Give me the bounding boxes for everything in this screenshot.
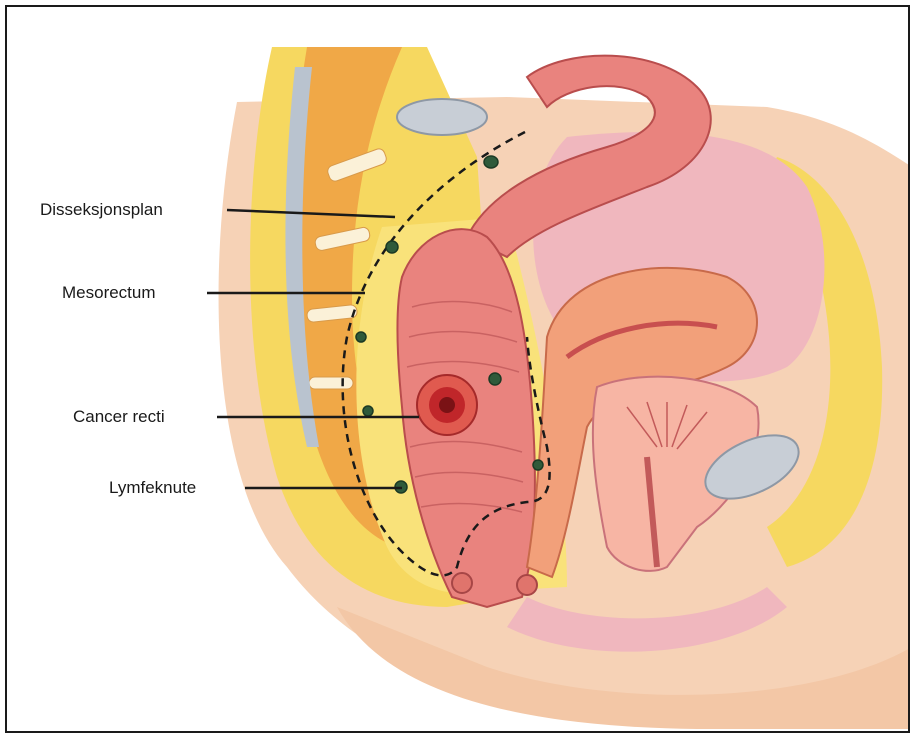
upper-vertebra	[397, 99, 487, 135]
label-dissection-plane: Disseksjonsplan	[40, 201, 163, 218]
label-mesorectum: Mesorectum	[62, 284, 156, 301]
lymph-node-3	[356, 332, 366, 342]
lymph-node-2	[386, 241, 398, 253]
vertebral-disc-4	[309, 377, 353, 389]
vaginal-opening	[517, 575, 537, 595]
lymph-node-7	[533, 460, 543, 470]
lymph-node-1	[484, 156, 498, 168]
pelvic-anatomy-illustration	[7, 7, 910, 733]
figure-frame: Disseksjonsplan Mesorectum Cancer recti …	[5, 5, 910, 733]
rectal-tumor	[417, 375, 477, 435]
lymph-node-5	[363, 406, 373, 416]
label-lymph-node: Lymfeknute	[109, 479, 196, 496]
anal-opening	[452, 573, 472, 593]
label-rectal-cancer: Cancer recti	[73, 408, 165, 425]
lymph-node-4	[489, 373, 501, 385]
